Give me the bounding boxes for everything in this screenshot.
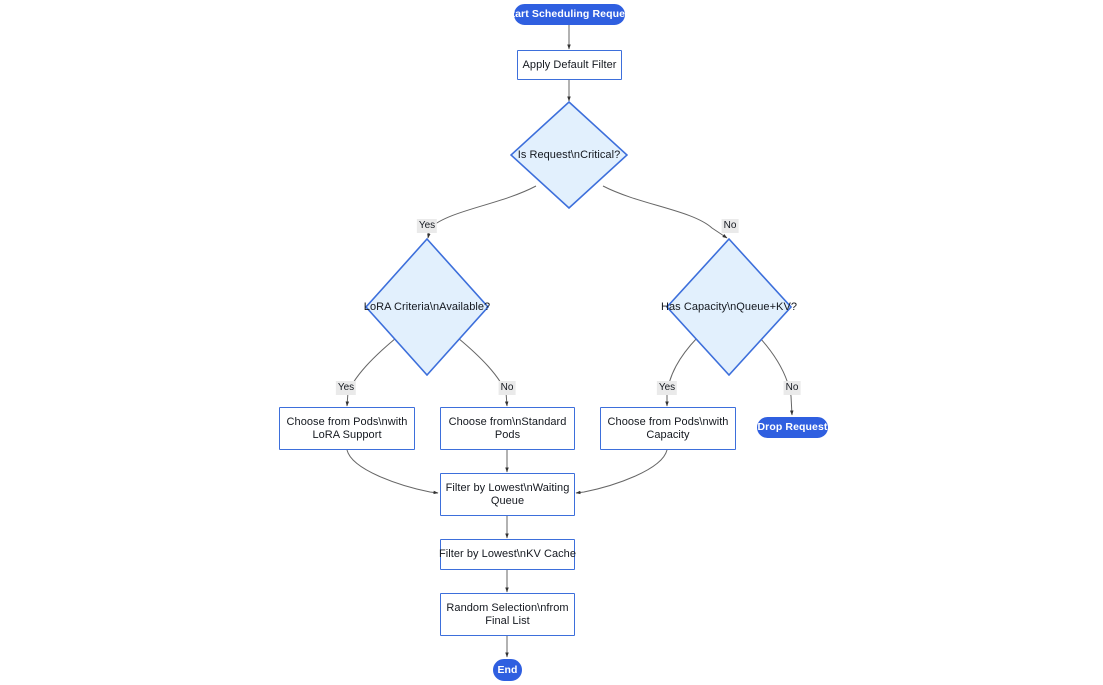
- node-is-request-critical[interactable]: Is Request\nCritical?: [510, 101, 628, 209]
- node-apply-default-filter[interactable]: Apply Default Filter: [517, 50, 622, 80]
- diamond-shape: [666, 238, 792, 376]
- node-choose-standard-pods-line-2: Pods: [494, 428, 521, 441]
- node-start[interactable]: Start Scheduling Request: [504, 4, 634, 25]
- node-apply-default-filter-label: Apply Default Filter: [522, 58, 617, 71]
- node-end-label: End: [497, 663, 518, 676]
- diamond-shape: [510, 101, 628, 209]
- edge-pods-capacity-to-filter-queue: [575, 449, 668, 495]
- node-end[interactable]: End: [493, 659, 522, 681]
- node-filter-lowest-waiting-queue[interactable]: Filter by Lowest\nWaiting Queue: [440, 473, 575, 516]
- edge-label-lora-yes: Yes: [335, 381, 357, 395]
- node-filter-lowest-kv-cache-label: Filter by Lowest\nKV Cache: [438, 548, 577, 560]
- node-choose-pods-capacity[interactable]: Choose from Pods\nwith Capacity: [600, 407, 736, 450]
- edge-label-critical-yes: Yes: [416, 219, 438, 233]
- node-choose-pods-capacity-line-2: Capacity: [646, 428, 690, 441]
- diamond-shape: [365, 238, 489, 376]
- node-filter-lowest-waiting-queue-line-1: Filter by Lowest\nWaiting: [445, 481, 570, 494]
- edge-label-critical-no: No: [721, 219, 739, 233]
- node-drop-request-label: Drop Request: [757, 421, 828, 433]
- node-drop-request[interactable]: Drop Request: [757, 417, 828, 438]
- node-random-selection-final-list[interactable]: Random Selection\nfrom Final List: [440, 593, 575, 636]
- node-lora-criteria-available-label: LoRA Criteria\nAvailable?: [363, 300, 491, 313]
- node-choose-standard-pods-line-1: Choose from\nStandard: [448, 415, 567, 428]
- edge-pods-lora-to-filter-queue: [346, 449, 439, 495]
- node-has-capacity[interactable]: Has Capacity\nQueue+KV?: [661, 238, 797, 376]
- node-random-selection-final-list-line-2: Final List: [485, 614, 530, 627]
- node-choose-standard-pods[interactable]: Choose from\nStandard Pods: [440, 407, 575, 450]
- node-choose-pods-capacity-line-1: Choose from Pods\nwith: [607, 415, 729, 428]
- node-choose-pods-lora-support-line-2: LoRA Support: [312, 428, 382, 441]
- edge-label-capacity-no: No: [783, 381, 801, 395]
- node-choose-pods-lora-support[interactable]: Choose from Pods\nwith LoRA Support: [279, 407, 415, 450]
- node-has-capacity-label: Has Capacity\nQueue+KV?: [661, 300, 797, 313]
- node-lora-criteria-available[interactable]: LoRA Criteria\nAvailable?: [363, 238, 491, 376]
- node-random-selection-final-list-line-1: Random Selection\nfrom: [446, 601, 569, 614]
- edge-label-lora-no: No: [498, 381, 516, 395]
- node-is-request-critical-label: Is Request\nCritical?: [517, 148, 621, 161]
- node-start-label: Start Scheduling Request: [504, 8, 635, 20]
- edge-label-capacity-yes: Yes: [656, 381, 678, 395]
- node-filter-lowest-kv-cache[interactable]: Filter by Lowest\nKV Cache: [438, 539, 577, 570]
- node-filter-lowest-waiting-queue-line-2: Queue: [490, 494, 525, 507]
- node-choose-pods-lora-support-line-1: Choose from Pods\nwith: [286, 415, 408, 428]
